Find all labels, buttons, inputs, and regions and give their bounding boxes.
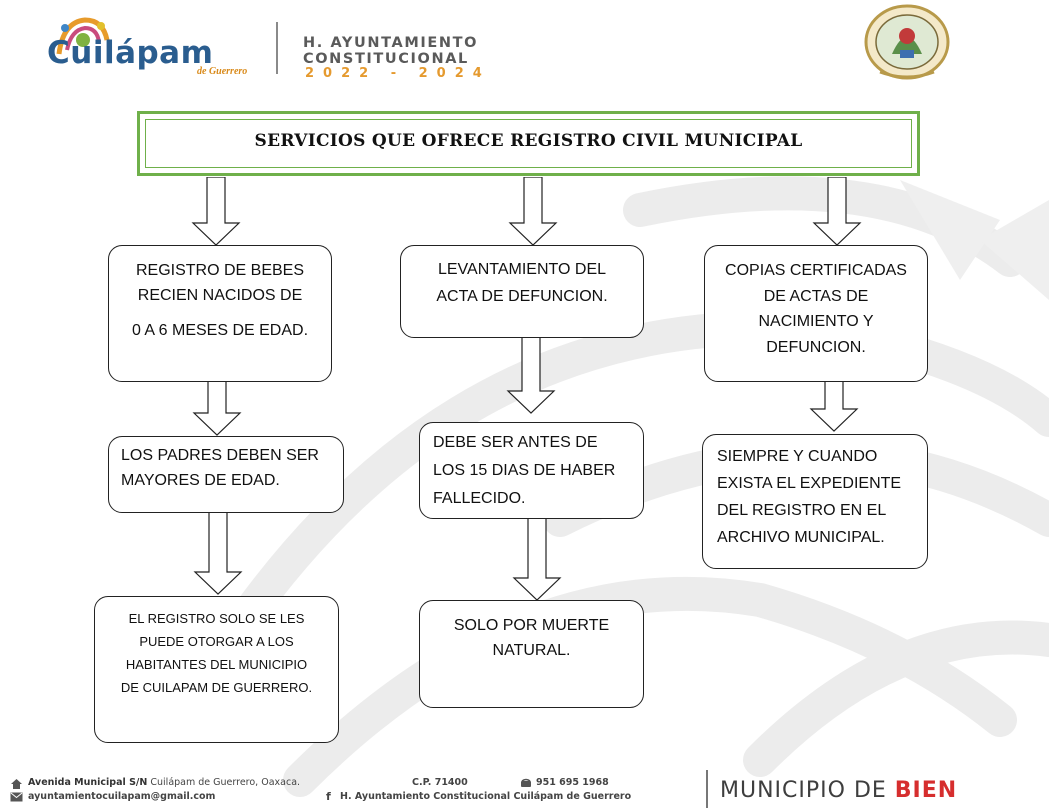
requirement-box-padres: LOS PADRES DEBEN SER MAYORES DE EDAD.	[108, 436, 344, 513]
footer-address-rest: Cuilápam de Guerrero, Oaxaca.	[150, 777, 301, 788]
footer-facebook: H. Ayuntamiento Constitucional Cuilápam …	[340, 791, 632, 802]
down-arrow-icon	[508, 177, 558, 246]
header-line-2: CONSTITUCIONAL	[303, 51, 469, 67]
box-line: ARCHIVO MUNICIPAL.	[717, 529, 885, 546]
down-arrow-icon	[506, 337, 556, 414]
header-line-1: H. AYUNTAMIENTO	[303, 35, 479, 51]
box-line: LEVANTAMIENTO DEL	[437, 261, 607, 278]
municipal-seal-icon	[864, 4, 950, 80]
box-line: DE CUILAPAM DE GUERRERO.	[120, 680, 313, 695]
box-line: LOS 15 DIAS DE HABER	[433, 462, 616, 479]
cuilapam-logo: Cuilápam de Guerrero	[45, 14, 275, 77]
box-line: NATURAL.	[492, 642, 571, 659]
footer-address-bold: Avenida Municipal S/N	[28, 777, 148, 788]
box-line: DEL REGISTRO EN EL	[717, 502, 887, 519]
phone-icon	[521, 778, 531, 787]
box-line: REGISTRO DE BEBES	[135, 262, 305, 279]
box-line: EXISTA EL EXPEDIENTE	[717, 475, 902, 492]
box-line: LOS PADRES DEBEN SER	[121, 447, 319, 464]
box-line: COPIAS CERTIFICADAS	[725, 262, 907, 279]
footer-brand-highlight: BIEN	[894, 778, 958, 803]
footer-brand-prefix: MUNICIPIO DE	[720, 778, 895, 803]
box-line: FALLECIDO.	[433, 490, 526, 507]
footer-divider	[706, 770, 708, 808]
service-box-defuncion: LEVANTAMIENTO DEL ACTA DE DEFUNCION.	[400, 245, 644, 338]
box-line: PUEDE OTORGAR A LOS	[139, 634, 294, 649]
service-box-registro-bebes: REGISTRO DE BEBES RECIEN NACIDOS DE 0 A …	[108, 245, 332, 382]
logo-subtext: de Guerrero	[197, 66, 248, 77]
box-line: HABITANTES DEL MUNICIPIO	[125, 657, 308, 672]
requirement-box-expediente: SIEMPRE Y CUANDO EXISTA EL EXPEDIENTE DE…	[702, 434, 928, 569]
box-line: NACIMIENTO Y	[758, 313, 874, 330]
footer-cp: C.P. 71400	[412, 777, 468, 788]
down-arrow-icon	[192, 381, 242, 436]
facebook-icon: f	[326, 790, 331, 803]
mail-icon	[10, 792, 23, 802]
title-box: SERVICIOS QUE OFRECE REGISTRO CIVIL MUNI…	[137, 111, 920, 176]
box-line: SIEMPRE Y CUANDO	[717, 448, 878, 465]
down-arrow-icon	[512, 518, 562, 601]
box-line: DEFUNCION.	[766, 338, 866, 356]
service-box-copias-certificadas: COPIAS CERTIFICADAS DE ACTAS DE NACIMIEN…	[704, 245, 928, 382]
requirement-box-15-dias: DEBE SER ANTES DE LOS 15 DIAS DE HABER F…	[419, 422, 644, 519]
box-line: SOLO POR MUERTE	[453, 617, 610, 634]
header: Cuilápam de Guerrero H. AYUNTAMIENTO CON…	[0, 0, 1049, 95]
box-line: RECIEN NACIDOS DE	[137, 287, 303, 304]
down-arrow-icon	[809, 381, 859, 432]
box-line: DEBE SER ANTES DE	[433, 434, 598, 451]
requirement-box-habitantes: EL REGISTRO SOLO SE LES PUEDE OTORGAR A …	[94, 596, 339, 743]
footer: Avenida Municipal S/N Cuilápam de Guerre…	[0, 770, 1049, 811]
box-line: DE ACTAS DE	[763, 287, 869, 305]
logo-emblem-icon	[56, 17, 110, 55]
box-line: ACTA DE DEFUNCION.	[436, 288, 608, 305]
down-arrow-icon	[191, 177, 241, 246]
footer-brand: MUNICIPIO DE BIEN	[720, 778, 957, 803]
header-years: 2022 - 2024	[305, 66, 491, 81]
footer-phone: 951 695 1968	[536, 777, 609, 788]
page-title: SERVICIOS QUE OFRECE REGISTRO CIVIL MUNI…	[254, 131, 803, 151]
header-divider	[276, 22, 278, 74]
footer-address: Avenida Municipal S/N Cuilápam de Guerre…	[28, 777, 300, 788]
box-line: MAYORES DE EDAD.	[121, 472, 280, 489]
requirement-box-muerte-natural: SOLO POR MUERTE NATURAL.	[419, 600, 644, 708]
down-arrow-icon	[812, 177, 862, 246]
footer-email: ayuntamientocuilapam@gmail.com	[28, 791, 216, 802]
home-icon	[11, 779, 22, 789]
box-line: EL REGISTRO SOLO SE LES	[128, 611, 305, 626]
logo-text: Cuilápam	[47, 35, 214, 71]
box-line: 0 A 6 MESES DE EDAD.	[131, 322, 309, 339]
